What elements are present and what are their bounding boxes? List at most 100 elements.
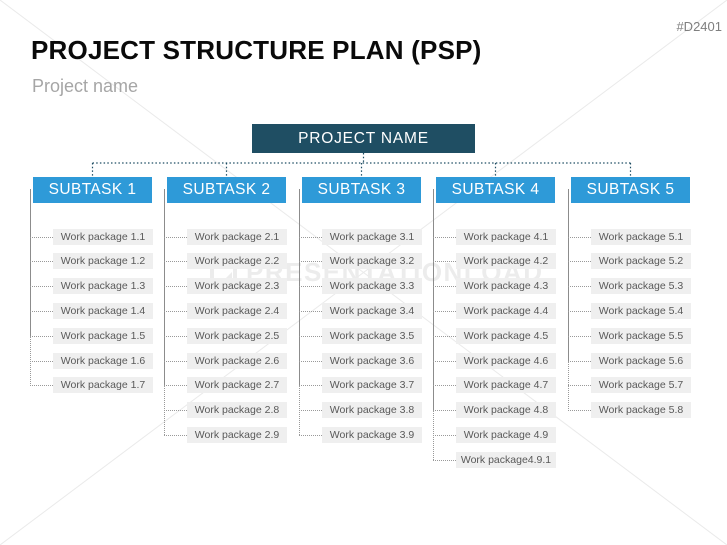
package-connector [568,310,591,312]
package-connector [568,385,591,387]
work-package: Work package 4.2 [456,253,556,270]
package-connector [164,310,187,312]
package-connector [164,360,187,362]
package-connector [433,236,456,238]
package-connector [164,434,187,436]
work-package: Work package 2.3 [187,278,287,295]
work-package: Work package 1.4 [53,302,153,319]
work-package: Work package 4.3 [456,278,556,295]
column-spine-solid [299,189,300,386]
package-connector [433,410,456,412]
package-connector [164,410,187,412]
subtask-header: SUBTASK 3 [302,177,421,203]
work-package: Work package 3.3 [322,278,422,295]
package-connector [299,310,322,312]
work-package: Work package 5.5 [591,327,691,344]
work-package: Work package 5.1 [591,228,691,245]
work-package: Work package 3.2 [322,253,422,270]
work-package: Work package 2.9 [187,426,287,443]
subtask-header: SUBTASK 4 [436,177,555,203]
work-package: Work package 2.2 [187,253,287,270]
work-package: Work package 1.5 [53,327,153,344]
subtask-header: SUBTASK 5 [571,177,690,203]
subtask-header: SUBTASK 2 [167,177,286,203]
work-package: Work package 2.4 [187,302,287,319]
package-connector [164,236,187,238]
work-package: Work package 5.3 [591,278,691,295]
package-connector [164,335,187,337]
package-connector [299,286,322,288]
package-connector [30,360,53,362]
package-connector [299,434,322,436]
work-package: Work package 1.3 [53,278,153,295]
work-package: Work package 4.8 [456,402,556,419]
work-package: Work package 2.1 [187,228,287,245]
work-package: Work package 4.6 [456,352,556,369]
work-package: Work package 3.5 [322,327,422,344]
work-package: Work package 2.6 [187,352,287,369]
work-package: Work package 4.9 [456,426,556,443]
package-connector [299,410,322,412]
work-package: Work package 3.7 [322,377,422,394]
package-connector [164,286,187,288]
package-connector [568,410,591,412]
work-package: Work package 4.5 [456,327,556,344]
package-connector [433,310,456,312]
work-package: Work package 1.6 [53,352,153,369]
package-connector [568,236,591,238]
work-package: Work package4.9.1 [456,451,556,468]
work-package: Work package 2.5 [187,327,287,344]
work-package: Work package 3.9 [322,426,422,443]
package-connector [433,261,456,263]
work-package: Work package 3.6 [322,352,422,369]
work-package: Work package 4.4 [456,302,556,319]
package-connector [568,360,591,362]
work-package: Work package 3.4 [322,302,422,319]
package-connector [30,236,53,238]
package-connector [30,310,53,312]
work-package: Work package 1.1 [53,228,153,245]
package-connector [299,335,322,337]
column-spine-solid [164,189,165,386]
work-package: Work package 2.8 [187,402,287,419]
package-connector [30,286,53,288]
work-package: Work package 3.1 [322,228,422,245]
package-connector [433,360,456,362]
package-connector [568,261,591,263]
column-spine-solid [433,189,434,411]
package-connector [433,335,456,337]
package-connector [299,385,322,387]
subtask-header: SUBTASK 1 [33,177,152,203]
work-package: Work package 5.7 [591,377,691,394]
column-spine-solid [30,189,31,337]
package-connector [299,236,322,238]
package-connector [299,360,322,362]
package-connector [568,335,591,337]
package-connector [433,385,456,387]
work-package: Work package 5.6 [591,352,691,369]
package-connector [568,286,591,288]
work-package: Work package 3.8 [322,402,422,419]
work-package: Work package 1.2 [53,253,153,270]
package-connector [164,261,187,263]
work-package: Work package 5.4 [591,302,691,319]
work-package: Work package 5.8 [591,402,691,419]
package-connector [164,385,187,387]
work-package: Work package 4.7 [456,377,556,394]
package-connector [433,286,456,288]
package-connector [433,434,456,436]
package-connector [30,261,53,263]
package-connector [433,459,456,461]
work-package: Work package 1.7 [53,377,153,394]
package-connector [30,385,53,387]
work-package: Work package 2.7 [187,377,287,394]
work-package: Work package 4.1 [456,228,556,245]
work-package: Work package 5.2 [591,253,691,270]
